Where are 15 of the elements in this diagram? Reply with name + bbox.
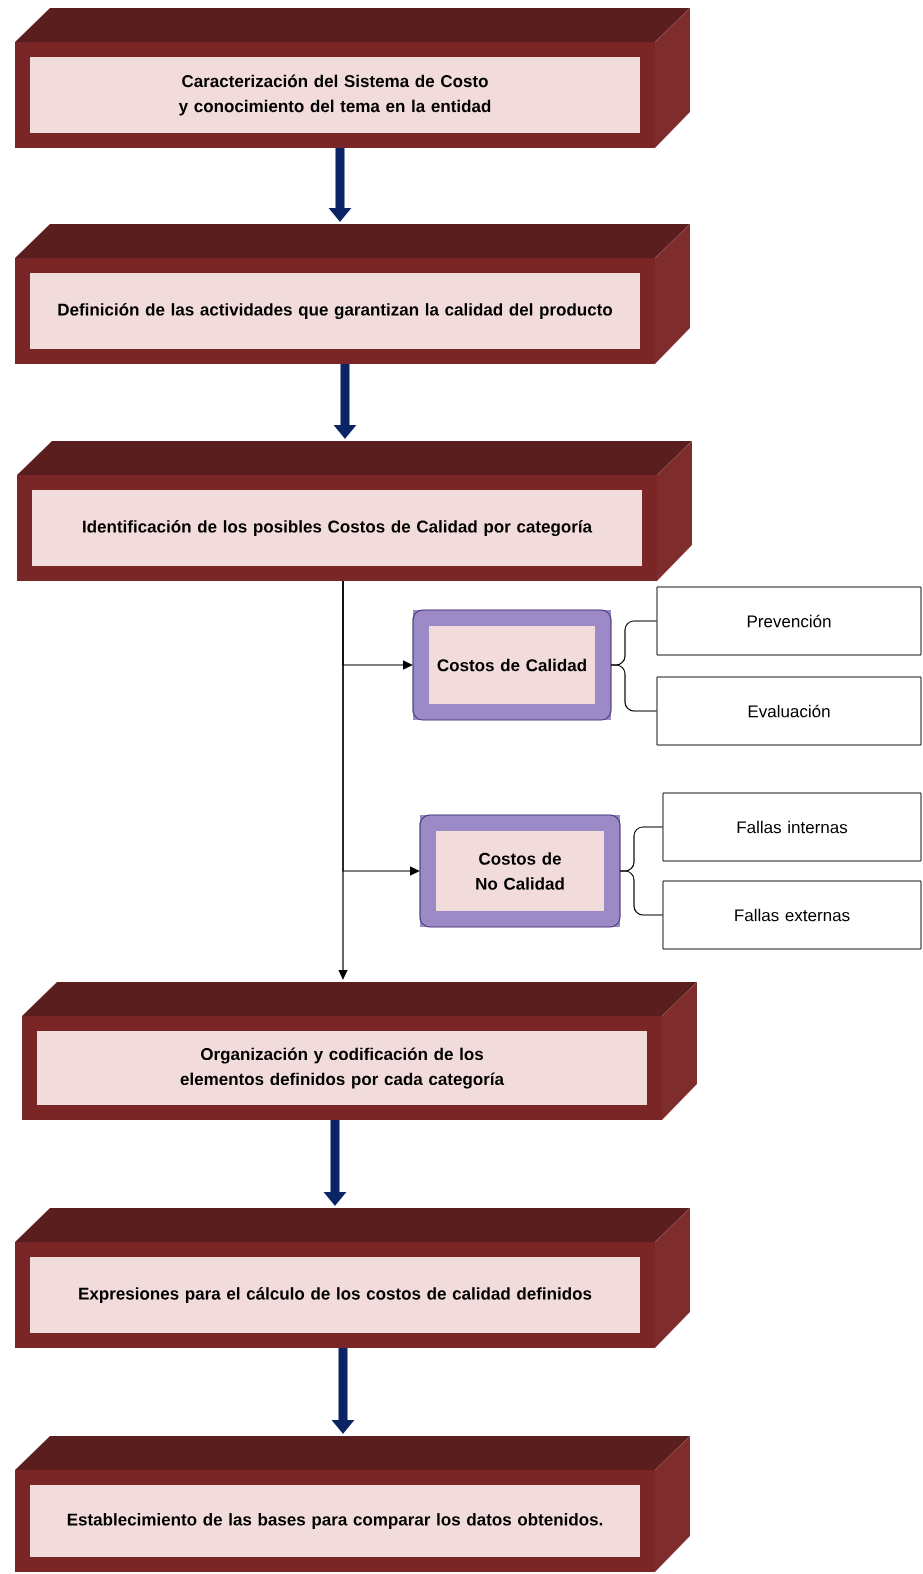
block-box: Organización y codificación de los elementos definidos por cada categoría: [22, 982, 697, 1120]
brace-line: [619, 870, 664, 916]
item-box: Fallas externas: [662, 880, 922, 950]
arrow: [338, 580, 348, 980]
item-box: Evaluación: [656, 676, 922, 746]
block-box: Establecimiento de las bases para comparar los datos obtenidos.: [15, 1436, 690, 1572]
block-box: Expresiones para el cálculo de los costos de calidad definidos: [15, 1208, 690, 1348]
category-box: Costos de Calidad: [412, 609, 612, 721]
brace-line: [610, 664, 658, 712]
block-box: Definición de las actividades que garantizan la calidad del producto: [15, 224, 690, 364]
item-box: Fallas internas: [662, 792, 922, 862]
block-box: Caracterización del Sistema de Costo y conocimiento del tema en la entidad: [15, 8, 690, 148]
block-box: Identificación de los posibles Costos de Calidad por categoría: [17, 441, 692, 581]
item-box: Prevención: [656, 586, 922, 656]
category-box: Costos de No Calidad: [419, 814, 621, 928]
